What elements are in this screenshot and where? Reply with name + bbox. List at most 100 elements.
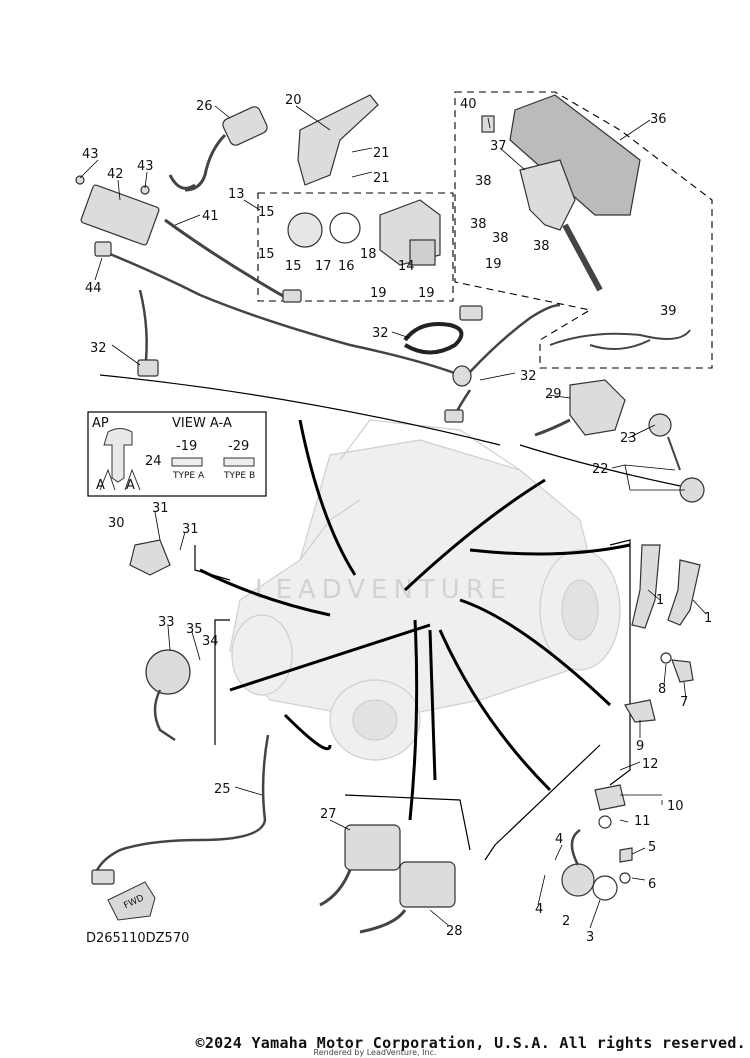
- part-1-coil: [667, 559, 701, 626]
- callout-1: 1: [704, 611, 712, 626]
- inset-type-a: TYPE A: [172, 471, 205, 481]
- inset-type-b: TYPE B: [223, 471, 255, 481]
- callout-38: 38: [470, 217, 487, 232]
- part-23-gauge: [648, 413, 672, 437]
- part-43-bolt: [75, 175, 85, 185]
- callout-3: 3: [586, 930, 594, 945]
- part-40-clip: [481, 115, 495, 133]
- part-26-socket: [168, 106, 268, 192]
- fwd-arrow-icon: [107, 881, 156, 921]
- inset-a-right: A: [126, 478, 135, 493]
- part-25-cable: [93, 734, 270, 876]
- callout-36: 36: [650, 112, 667, 127]
- part-1-coil: [631, 544, 661, 629]
- callout-6: 6: [648, 877, 656, 892]
- part-28-harness: [359, 909, 407, 934]
- part-27-unit: [344, 824, 401, 871]
- part-32-connector: [444, 409, 464, 423]
- callout-15: 15: [285, 259, 302, 274]
- callout-4: 4: [555, 832, 563, 847]
- callout-19: 19: [418, 286, 435, 301]
- callout-31: 31: [152, 501, 169, 516]
- callout-17: 17: [315, 259, 332, 274]
- callout-25: 25: [214, 782, 231, 797]
- callout-5: 5: [648, 840, 656, 855]
- callout-10: 10: [667, 799, 684, 814]
- part-32-grommet: [452, 365, 472, 387]
- callout-leaders: [79, 105, 707, 929]
- callout-4: 4: [535, 902, 543, 917]
- callout-43: 43: [137, 159, 154, 174]
- dashed-boxes: [257, 91, 713, 369]
- part-32-harness: [138, 289, 148, 371]
- inset-type-b-num: -29: [228, 439, 249, 454]
- inset-ap-label: AP: [92, 416, 109, 431]
- callout-35: 35: [186, 622, 203, 637]
- callout-numbers: 26 20 21 21 43 43 42 41 13 44 15 15 15 1…: [82, 93, 712, 945]
- inset-key-callout: 24: [145, 454, 162, 469]
- part-5-sensor: [619, 847, 633, 863]
- callout-1: 1: [656, 593, 664, 608]
- callout-38: 38: [492, 231, 509, 246]
- callout-28: 28: [446, 924, 463, 939]
- callout-20: 20: [285, 93, 302, 108]
- callout-21: 21: [373, 146, 390, 161]
- callout-26: 26: [196, 99, 213, 114]
- callout-29: 29: [545, 387, 562, 402]
- part-39-cable: [549, 329, 691, 346]
- part-39-cable: [589, 339, 651, 350]
- callout-18: 18: [360, 247, 377, 262]
- part-27-harness: [319, 869, 352, 907]
- part-32-connector: [137, 359, 159, 377]
- inset-box: [87, 411, 267, 497]
- callout-32: 32: [90, 341, 107, 356]
- part-3-oring: [592, 875, 618, 901]
- callout-16: 16: [338, 259, 355, 274]
- rendered-by: Rendered by LeadVenture, Inc.: [313, 1048, 437, 1057]
- part-2-sensor: [561, 863, 595, 897]
- callout-32: 32: [372, 326, 389, 341]
- copyright-notice: ©2024 Yamaha Motor Corporation, U.S.A. A…: [195, 1034, 746, 1052]
- callout-12: 12: [642, 757, 659, 772]
- leader-lines: [199, 419, 631, 821]
- callout-30: 30: [108, 516, 125, 531]
- part-44-cable: [99, 248, 461, 377]
- part-41-connector: [282, 289, 302, 303]
- part-2-wire: [570, 828, 581, 866]
- callout-15: 15: [258, 205, 275, 220]
- callout-22: 22: [592, 462, 609, 477]
- part-37-mount: [519, 159, 576, 231]
- callout-38: 38: [475, 174, 492, 189]
- part-17-lens: [287, 212, 323, 248]
- callout-38: 38: [533, 239, 550, 254]
- callout-14: 14: [398, 259, 415, 274]
- part-32-harness: [469, 303, 561, 373]
- bracket-lines: [99, 374, 701, 861]
- callout-43: 43: [82, 147, 99, 162]
- part-10-sensor: [594, 784, 626, 811]
- part-9-sensor: [624, 699, 656, 723]
- part-28-unit: [399, 861, 456, 908]
- callout-37: 37: [490, 139, 507, 154]
- callout-33: 33: [158, 615, 175, 630]
- parts: [75, 94, 705, 934]
- callout-39: 39: [660, 304, 677, 319]
- inset-view-label: VIEW A-A: [172, 416, 232, 431]
- part-16-ring: [329, 212, 361, 244]
- callout-27: 27: [320, 807, 337, 822]
- callout-31: 31: [182, 522, 199, 537]
- callout-21: 21: [373, 171, 390, 186]
- callout-19: 19: [370, 286, 387, 301]
- part-20-bracket: [297, 94, 379, 186]
- part-6-oring: [619, 872, 631, 884]
- callout-8: 8: [658, 682, 666, 697]
- callout-7: 7: [680, 695, 688, 710]
- part-32-connector: [459, 305, 483, 321]
- callout-41: 41: [202, 209, 219, 224]
- callout-40: 40: [460, 97, 477, 112]
- callout-15: 15: [258, 247, 275, 262]
- part-30-relay: [129, 539, 171, 576]
- callout-2: 2: [562, 914, 570, 929]
- callout-11: 11: [634, 814, 651, 829]
- inset-type-a-num: -19: [176, 439, 197, 454]
